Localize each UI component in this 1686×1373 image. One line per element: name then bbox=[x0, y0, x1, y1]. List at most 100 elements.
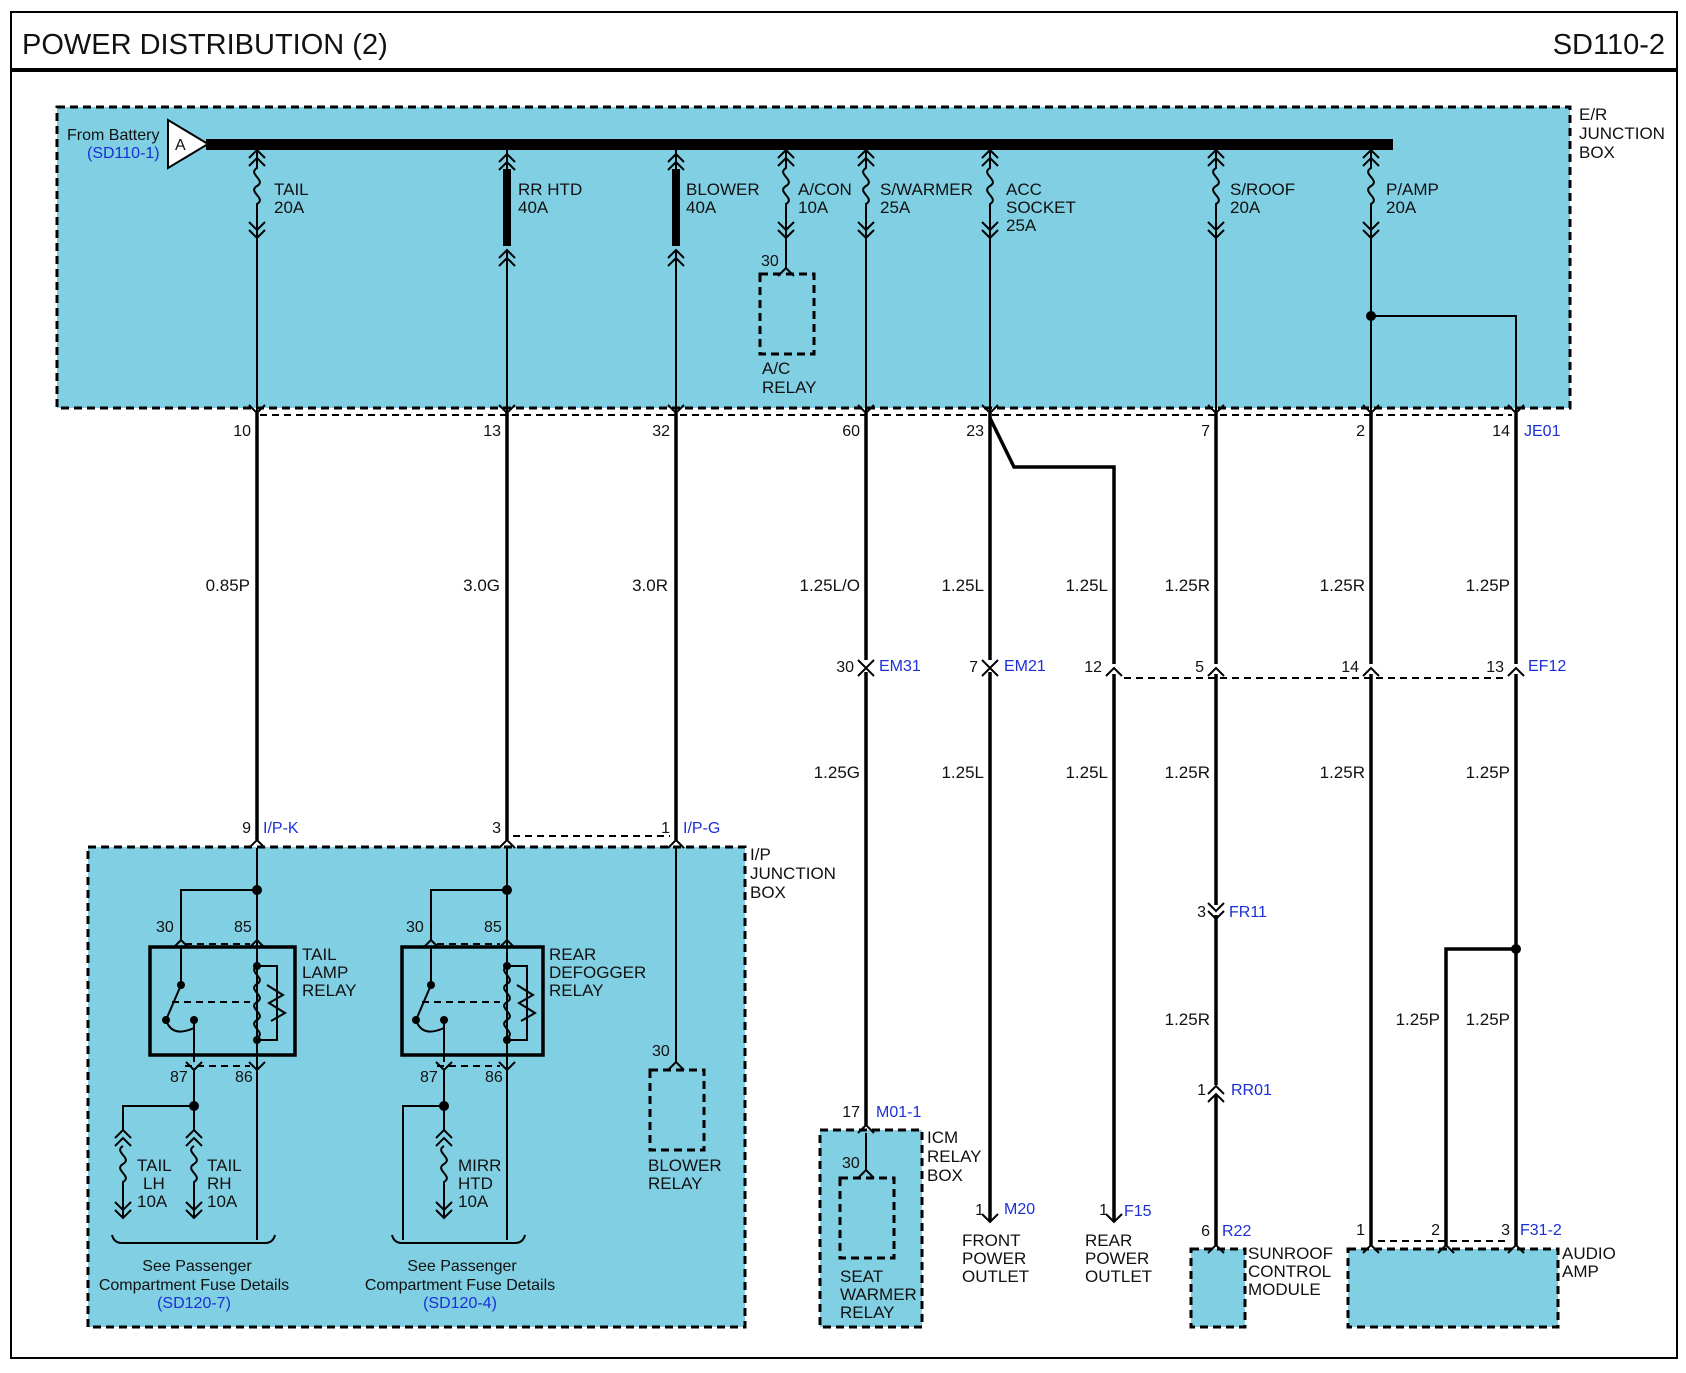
svg-text:OUTLET: OUTLET bbox=[1085, 1267, 1152, 1286]
svg-text:A/CON: A/CON bbox=[798, 180, 852, 199]
svg-text:13: 13 bbox=[1486, 659, 1504, 676]
svg-text:1.25R: 1.25R bbox=[1165, 763, 1210, 782]
svg-text:OUTLET: OUTLET bbox=[962, 1267, 1029, 1286]
battery-arrow-icon bbox=[167, 118, 210, 170]
svg-text:6: 6 bbox=[1201, 1223, 1210, 1240]
from-battery-label: From Battery bbox=[67, 127, 159, 144]
ip-junction-box bbox=[86, 845, 747, 1329]
svg-text:12: 12 bbox=[1084, 659, 1102, 676]
svg-text:BLOWER: BLOWER bbox=[648, 1156, 722, 1175]
svg-text:JUNCTION: JUNCTION bbox=[750, 864, 836, 883]
svg-text:REAR: REAR bbox=[549, 945, 596, 964]
svg-text:MIRR: MIRR bbox=[458, 1156, 501, 1175]
svg-text:1.25P: 1.25P bbox=[1466, 576, 1510, 595]
svg-text:30: 30 bbox=[652, 1043, 670, 1060]
wire-rr-htd: 3.0G bbox=[463, 413, 509, 840]
svg-text:POWER: POWER bbox=[1085, 1249, 1149, 1268]
svg-text:85: 85 bbox=[484, 919, 502, 936]
svg-text:I/P-K: I/P-K bbox=[263, 820, 299, 837]
svg-text:10A: 10A bbox=[137, 1192, 168, 1211]
svg-text:MODULE: MODULE bbox=[1248, 1280, 1321, 1299]
svg-text:R22: R22 bbox=[1222, 1223, 1251, 1240]
svg-text:40A: 40A bbox=[686, 198, 717, 217]
front-power-outlet: 1 M20 FRONT POWER OUTLET bbox=[962, 1201, 1035, 1286]
svg-text:EM31: EM31 bbox=[879, 658, 921, 675]
svg-text:I/P-G: I/P-G bbox=[683, 820, 720, 837]
svg-text:2: 2 bbox=[1431, 1222, 1440, 1239]
svg-text:TAIL: TAIL bbox=[302, 945, 337, 964]
svg-text:RR HTD: RR HTD bbox=[518, 180, 582, 199]
svg-text:1.25R: 1.25R bbox=[1165, 576, 1210, 595]
wire-sunroof: 1.25R 1.25R 1.25R bbox=[1165, 413, 1218, 1245]
svg-text:SUNROOF: SUNROOF bbox=[1248, 1244, 1333, 1263]
svg-text:85: 85 bbox=[234, 919, 252, 936]
svg-text:DEFOGGER: DEFOGGER bbox=[549, 963, 646, 982]
svg-text:BOX: BOX bbox=[1579, 143, 1615, 162]
svg-text:3: 3 bbox=[1197, 904, 1206, 921]
svg-text:1.25L: 1.25L bbox=[1065, 763, 1108, 782]
svg-text:A/C: A/C bbox=[762, 359, 790, 378]
connector-ip-k: 9 I/P-K bbox=[242, 820, 299, 849]
svg-text:20A: 20A bbox=[1230, 198, 1261, 217]
svg-text:FR11: FR11 bbox=[1229, 904, 1267, 921]
svg-text:30: 30 bbox=[761, 253, 779, 270]
connector-rr01: 1 RR01 bbox=[1197, 1082, 1272, 1103]
svg-text:LH: LH bbox=[143, 1174, 165, 1193]
wire-rear-outlet: 1.25L 1.25L bbox=[988, 417, 1116, 1222]
svg-text:3.0R: 3.0R bbox=[632, 576, 668, 595]
fuse-tail-lh-rh: TAIL LH 10A TAIL RH 10A bbox=[111, 1070, 276, 1244]
ac-relay: 30 A/C RELAY bbox=[758, 253, 817, 397]
svg-text:ACC: ACC bbox=[1006, 180, 1042, 199]
svg-text:EF12: EF12 bbox=[1528, 658, 1566, 675]
svg-text:1: 1 bbox=[1356, 1222, 1365, 1239]
svg-text:M20: M20 bbox=[1004, 1201, 1035, 1218]
svg-text:HTD: HTD bbox=[458, 1174, 493, 1193]
svg-text:RELAY: RELAY bbox=[762, 378, 817, 397]
sunroof-module-box bbox=[1189, 1247, 1247, 1329]
fuse-pamp-20a: P/AMP 20A bbox=[1362, 148, 1517, 413]
svg-text:JE01: JE01 bbox=[1524, 423, 1561, 440]
svg-text:7: 7 bbox=[1201, 423, 1210, 440]
svg-text:1.25L/O: 1.25L/O bbox=[800, 576, 861, 595]
svg-text:BOX: BOX bbox=[927, 1166, 963, 1185]
fuse-acon-10a: A/CON 10A bbox=[777, 148, 852, 277]
rear-power-outlet: 1 F15 REAR POWER OUTLET bbox=[1085, 1202, 1152, 1286]
svg-text:30: 30 bbox=[406, 919, 424, 936]
audio-amp: 1 2 3 F31-2 AUDIO AMP bbox=[1356, 1222, 1616, 1281]
svg-text:3: 3 bbox=[492, 820, 501, 837]
svg-text:60: 60 bbox=[842, 423, 860, 440]
wire-blower: 3.0R bbox=[632, 413, 678, 840]
svg-text:POWER: POWER bbox=[962, 1249, 1026, 1268]
svg-text:See Passenger: See Passenger bbox=[142, 1258, 252, 1275]
svg-text:RR01: RR01 bbox=[1231, 1082, 1272, 1099]
tail-lamp-relay: 30 85 87 86 TAIL LAMP RELAY bbox=[148, 848, 357, 1180]
connector-em21: 7 EM21 bbox=[969, 658, 1046, 677]
svg-text:EM21: EM21 bbox=[1004, 658, 1046, 675]
svg-text:20A: 20A bbox=[1386, 198, 1417, 217]
svg-text:TAIL: TAIL bbox=[274, 180, 309, 199]
svg-text:1.25P: 1.25P bbox=[1396, 1010, 1440, 1029]
svg-text:REAR: REAR bbox=[1085, 1231, 1132, 1250]
svg-text:1.25L: 1.25L bbox=[1065, 576, 1108, 595]
svg-text:Compartment Fuse Details: Compartment Fuse Details bbox=[99, 1277, 289, 1294]
wire-front-outlet: 1.25L 1.25L bbox=[941, 413, 992, 1222]
connector-ip-g: 3 1 I/P-G bbox=[492, 820, 720, 849]
wire-pamp-2: 1.25P 1.25P 1.25P 1.25P bbox=[1396, 413, 1521, 1245]
svg-text:1: 1 bbox=[975, 1202, 984, 1219]
svg-text:1.25G: 1.25G bbox=[814, 763, 860, 782]
svg-text:1.25R: 1.25R bbox=[1320, 763, 1365, 782]
connector-ef12: 12 5 14 13 EF12 bbox=[1084, 658, 1566, 679]
svg-text:5: 5 bbox=[1195, 659, 1204, 676]
fuse-mirr-htd: MIRR HTD 10A bbox=[391, 1070, 526, 1244]
page-title: POWER DISTRIBUTION (2) bbox=[22, 29, 388, 61]
svg-text:BLOWER: BLOWER bbox=[686, 180, 760, 199]
svg-text:10A: 10A bbox=[798, 198, 829, 217]
svg-text:ICM: ICM bbox=[927, 1128, 958, 1147]
svg-text:32: 32 bbox=[652, 423, 670, 440]
blower-relay: 30 BLOWER RELAY bbox=[648, 848, 722, 1193]
battery-tag: A bbox=[175, 137, 186, 154]
icm-relay-box bbox=[818, 1128, 924, 1329]
wire-tail: 0.85P bbox=[206, 413, 259, 840]
svg-text:RELAY: RELAY bbox=[549, 981, 604, 1000]
